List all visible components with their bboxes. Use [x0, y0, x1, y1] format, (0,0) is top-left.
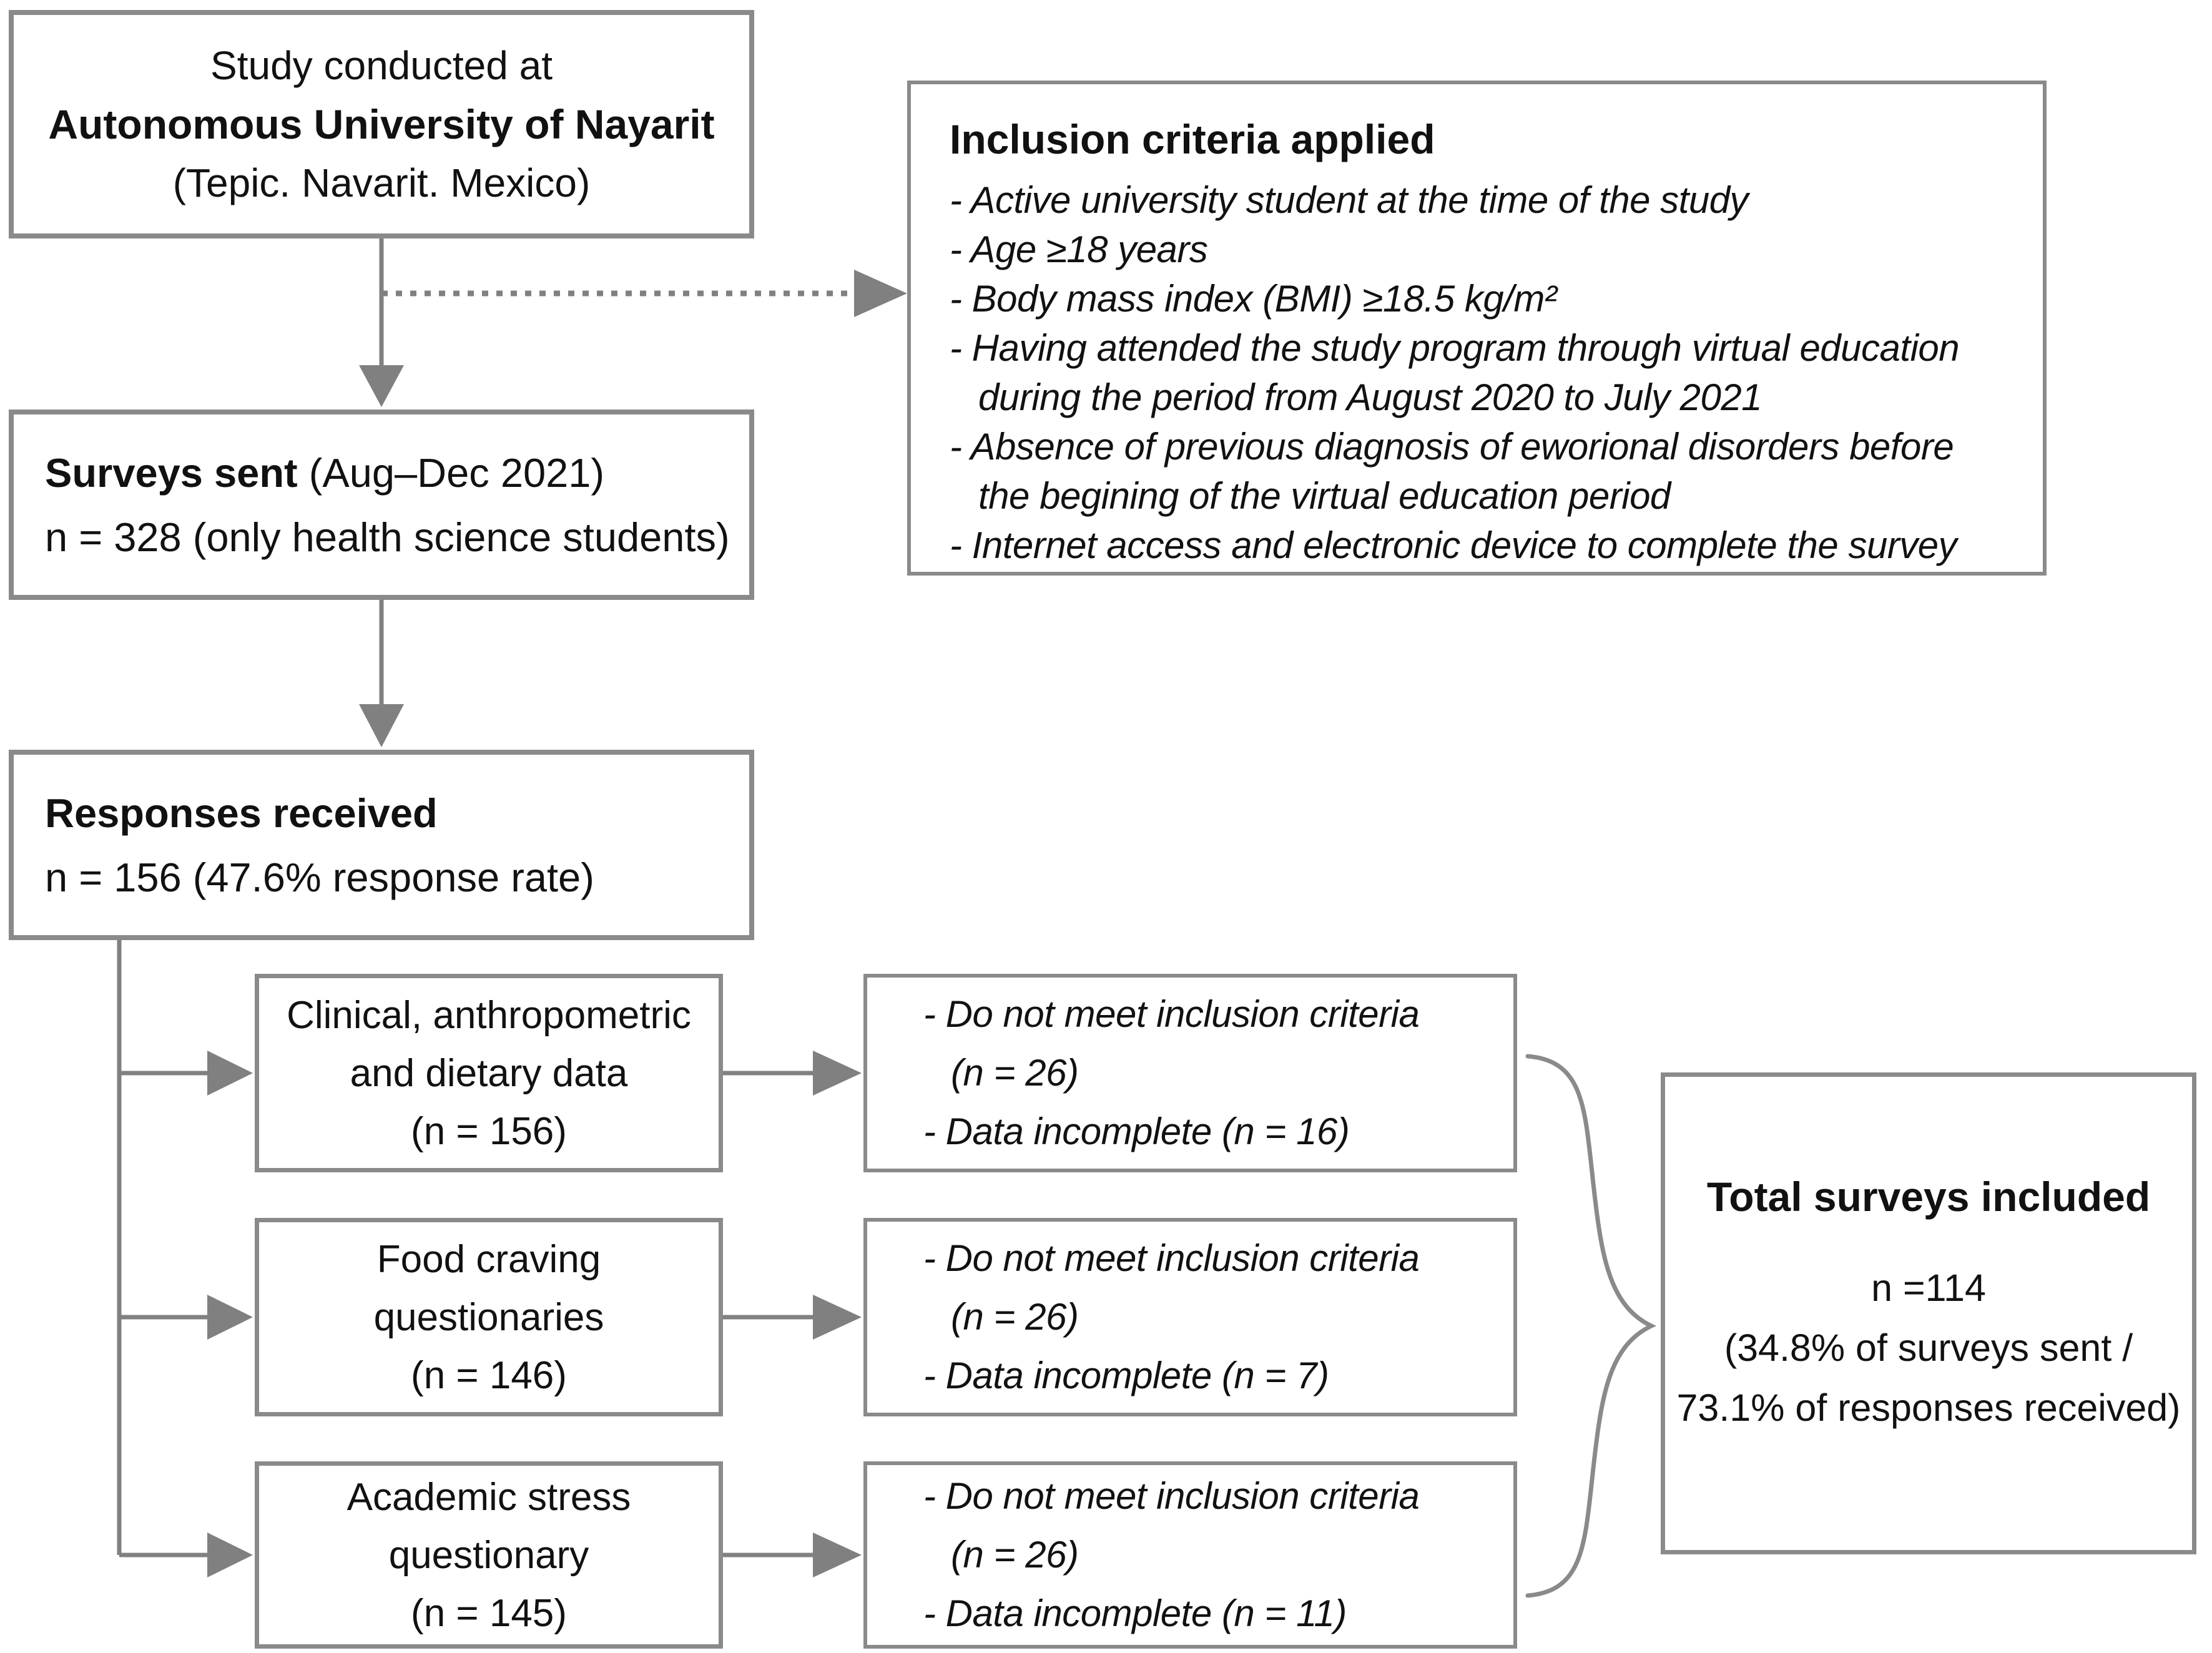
study-location-box: Study conducted at Autonomous University…	[9, 10, 754, 238]
exclusion-count: (n = 26)	[951, 1296, 1079, 1338]
exclusion-count: (n = 26)	[951, 1052, 1079, 1094]
food-line-2: questionaries	[373, 1295, 604, 1339]
arrowhead-right-icon	[813, 1295, 862, 1340]
clinical-line-2: and dietary data	[350, 1051, 628, 1095]
surveys-sent-heading: Surveys sent (Aug–Dec 2021)	[45, 449, 605, 496]
academic-line-2: questionary	[388, 1533, 589, 1577]
exclusion-reason: - Do not meet inclusion criteria	[923, 1237, 1420, 1279]
inclusion-item: - Body mass index (BMI) ≥18.5 kg/m²	[950, 278, 1557, 320]
curly-brace	[1525, 1054, 1657, 1598]
exclusion-box-academic: - Do not meet inclusion criteria (n = 26…	[863, 1461, 1517, 1649]
inclusion-item: - Age ≥18 years	[950, 228, 1208, 270]
exclusion-reason: - Data incomplete (n = 11)	[923, 1592, 1347, 1634]
exclusion-count: (n = 26)	[951, 1534, 1079, 1576]
arrowhead-right-icon	[854, 270, 907, 317]
responses-received-box: Responses received n = 156 (47.6% respon…	[9, 750, 754, 940]
inclusion-item: - Having attended the study program thro…	[950, 327, 1960, 369]
study-line-2: Autonomous University of Nayarit	[48, 101, 715, 147]
exclusion-reason: - Do not meet inclusion criteria	[923, 1475, 1420, 1517]
clinical-line-1: Clinical, anthropometric	[287, 993, 691, 1037]
total-included-box: Total surveys included n =114 (34.8% of …	[1661, 1072, 2196, 1554]
inclusion-item: - Absence of previous diagnosis of ewori…	[950, 426, 1954, 468]
clinical-data-box: Clinical, anthropometric and dietary dat…	[255, 974, 723, 1172]
arrowhead-right-icon	[207, 1295, 253, 1340]
study-line-1: Study conducted at	[210, 43, 553, 88]
surveys-sent-count: n = 328 (only health science students)	[45, 514, 730, 560]
responses-heading: Responses received	[45, 790, 438, 836]
arrowhead-down-icon	[359, 365, 404, 407]
exclusion-box-food: - Do not meet inclusion criteria (n = 26…	[863, 1218, 1517, 1416]
exclusion-reason: - Data incomplete (n = 7)	[923, 1355, 1329, 1396]
exclusion-reason: - Do not meet inclusion criteria	[923, 993, 1420, 1035]
arrowhead-right-icon	[813, 1051, 862, 1096]
exclusion-reason: - Data incomplete (n = 16)	[923, 1111, 1350, 1152]
food-line-1: Food craving	[376, 1237, 601, 1281]
arrowhead-right-icon	[207, 1533, 253, 1577]
clinical-count: (n = 156)	[411, 1109, 567, 1153]
total-title: Total surveys included	[1706, 1174, 2151, 1220]
total-percent-line-2: 73.1% of responses received)	[1676, 1386, 2181, 1429]
inclusion-item-continuation: during the period from August 2020 to Ju…	[978, 376, 1762, 418]
academic-stress-box: Academic stress questionary (n = 145)	[255, 1461, 723, 1649]
academic-count: (n = 145)	[411, 1591, 567, 1635]
academic-line-1: Academic stress	[347, 1475, 631, 1519]
food-craving-box: Food craving questionaries (n = 146)	[255, 1218, 723, 1416]
total-count: n =114	[1871, 1267, 1986, 1309]
exclusion-box-clinical: - Do not meet inclusion criteria (n = 26…	[863, 974, 1517, 1172]
responses-count: n = 156 (47.6% response rate)	[45, 854, 594, 900]
inclusion-item: - Active university student at the time …	[950, 179, 1749, 221]
study-line-3: (Tepic. Navarit. Mexico)	[172, 160, 591, 205]
arrowhead-down-icon	[359, 704, 404, 747]
inclusion-title: Inclusion criteria applied	[950, 116, 1435, 162]
arrowhead-right-icon	[207, 1051, 253, 1096]
food-count: (n = 146)	[411, 1353, 567, 1397]
arrowhead-right-icon	[813, 1533, 862, 1577]
inclusion-item-continuation: the begining of the virtual education pe…	[978, 475, 1671, 517]
inclusion-item: - Internet access and electronic device …	[950, 524, 1957, 566]
total-percent-line-1: (34.8% of surveys sent /	[1724, 1327, 2133, 1369]
inclusion-criteria-box: Inclusion criteria applied - Active univ…	[907, 81, 2047, 576]
surveys-sent-box: Surveys sent (Aug–Dec 2021) n = 328 (onl…	[9, 410, 754, 600]
